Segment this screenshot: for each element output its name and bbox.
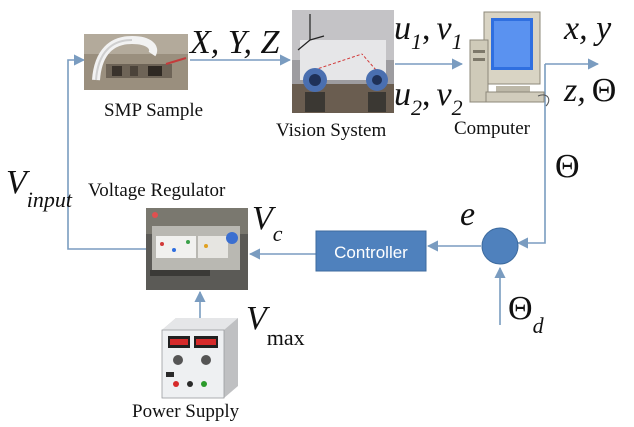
theta-d-symbol: Θ — [508, 290, 533, 327]
connections — [67, 54, 600, 325]
vision-system-image — [292, 10, 394, 113]
signal-xyz: X, Y, Z — [190, 24, 280, 61]
vinput-symbol: V — [6, 164, 27, 201]
signal-error: e — [460, 196, 476, 233]
vc-subscript: c — [272, 221, 283, 246]
controller-block: Controller — [315, 230, 427, 272]
vinput-feedback-line — [67, 54, 146, 250]
signal-vinput: Vinput — [6, 164, 72, 212]
u2-symbol: u — [394, 76, 411, 113]
power-supply-image — [161, 318, 238, 399]
vmax-subscript: max — [266, 325, 305, 350]
u1-subscript: 1 — [411, 29, 422, 54]
u1-symbol: u — [394, 10, 411, 47]
signal-u1-v1: u1,v1 — [394, 10, 463, 54]
signal-xy: x, y — [564, 10, 612, 47]
signal-theta-d: Θd — [508, 290, 544, 338]
v2-subscript: 2 — [451, 95, 463, 120]
vc-symbol: V — [252, 200, 273, 237]
v1-subscript: 1 — [451, 29, 463, 54]
v1-symbol: v — [436, 10, 452, 47]
voltage-regulator-image — [146, 208, 248, 290]
smp-sample-caption: SMP Sample — [104, 100, 204, 121]
vision-system-caption: Vision System — [276, 120, 387, 141]
signal-u2-v2: u2,v2 — [394, 76, 463, 120]
theta-d-subscript: d — [532, 313, 544, 338]
signal-vmax: Vmax — [246, 300, 305, 350]
summing-junction — [481, 227, 519, 265]
v2-symbol: v — [436, 76, 452, 113]
theta-feedback-line — [516, 64, 546, 249]
z-symbol: z, — [564, 72, 586, 109]
u1-v1-separator: , — [422, 10, 431, 47]
signal-theta-feedback: Θ — [555, 148, 580, 185]
controller-label: Controller — [334, 243, 408, 262]
signal-vc: Vc — [252, 200, 283, 246]
vmax-symbol: V — [246, 300, 267, 337]
signal-z-theta: z,Θ — [564, 72, 616, 110]
power-supply-caption: Power Supply — [132, 401, 240, 422]
voltage-regulator-caption: Voltage Regulator — [88, 180, 226, 201]
theta-output-symbol: Θ — [591, 72, 617, 109]
computer-icon — [469, 11, 550, 107]
u2-v2-separator: , — [422, 76, 431, 113]
smp-sample-image — [84, 34, 188, 90]
vinput-subscript: input — [26, 187, 73, 212]
computer-caption: Computer — [454, 118, 530, 139]
u2-subscript: 2 — [411, 95, 422, 120]
